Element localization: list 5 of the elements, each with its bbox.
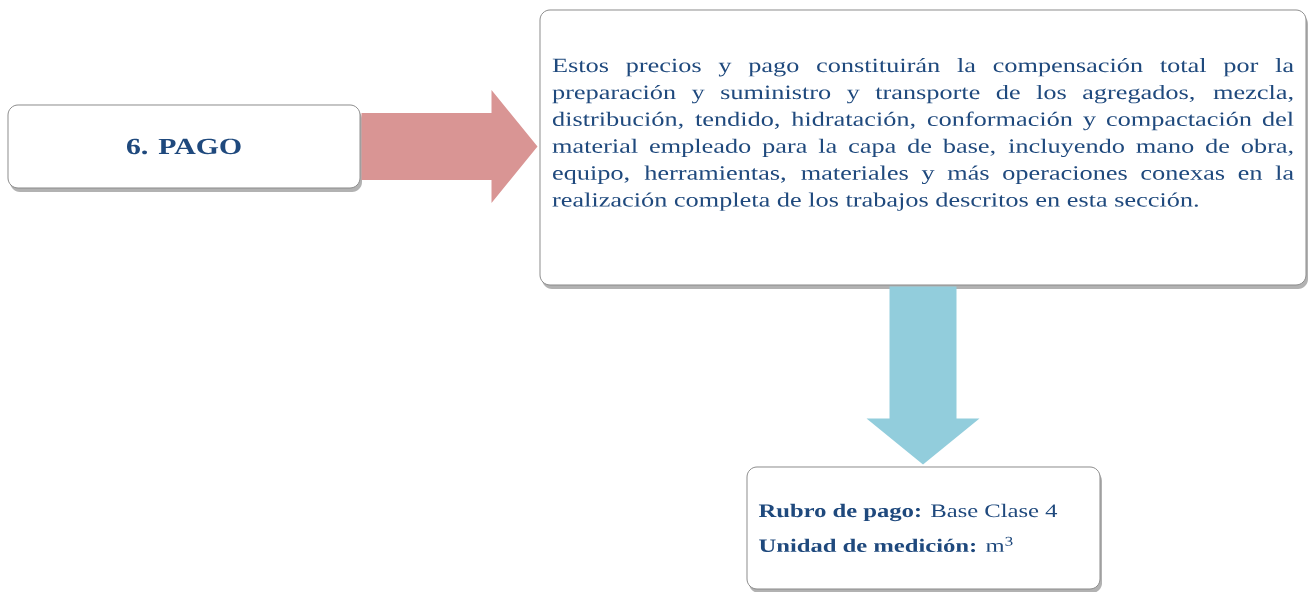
text-box: 6. PAGO — [7, 104, 362, 192]
text-box: Estos precios y pago constituirán la compensación total por la preparación y suministro y transporte de los agregados, mezcla, distribución, tendido, hidratación, conformación y compactación del material empleado para la capa de base, incluyendo mano de obra, equipo, herramientas, materiales y más operaciones conexas en la realización completa de los trabajos descritos en esta sección. — [539, 9, 1308, 289]
block-arrow — [866, 286, 980, 465]
block-arrow — [361, 90, 538, 203]
text-box: Rubro de pago: Base Clase 4 Unidad de medición: m$^{3}$ — [746, 466, 1102, 592]
